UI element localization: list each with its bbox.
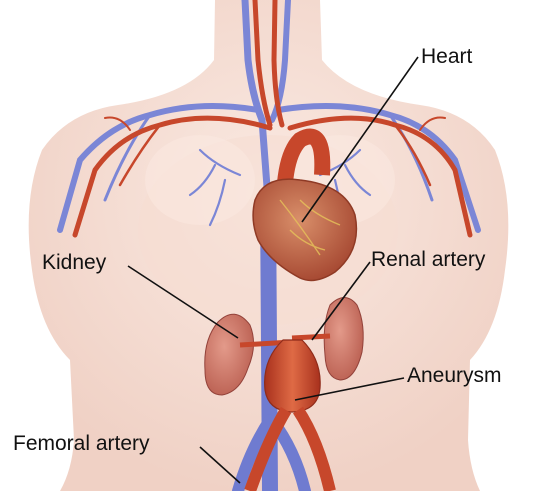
right-renal-artery (292, 336, 330, 338)
left-lung (145, 135, 255, 225)
heart-label: Heart (421, 46, 472, 67)
femoral-artery-label: Femoral artery (13, 433, 150, 454)
renal-artery-label: Renal artery (371, 249, 485, 270)
aneurysm-label: Aneurysm (407, 365, 502, 386)
kidney-label: Kidney (42, 252, 106, 273)
